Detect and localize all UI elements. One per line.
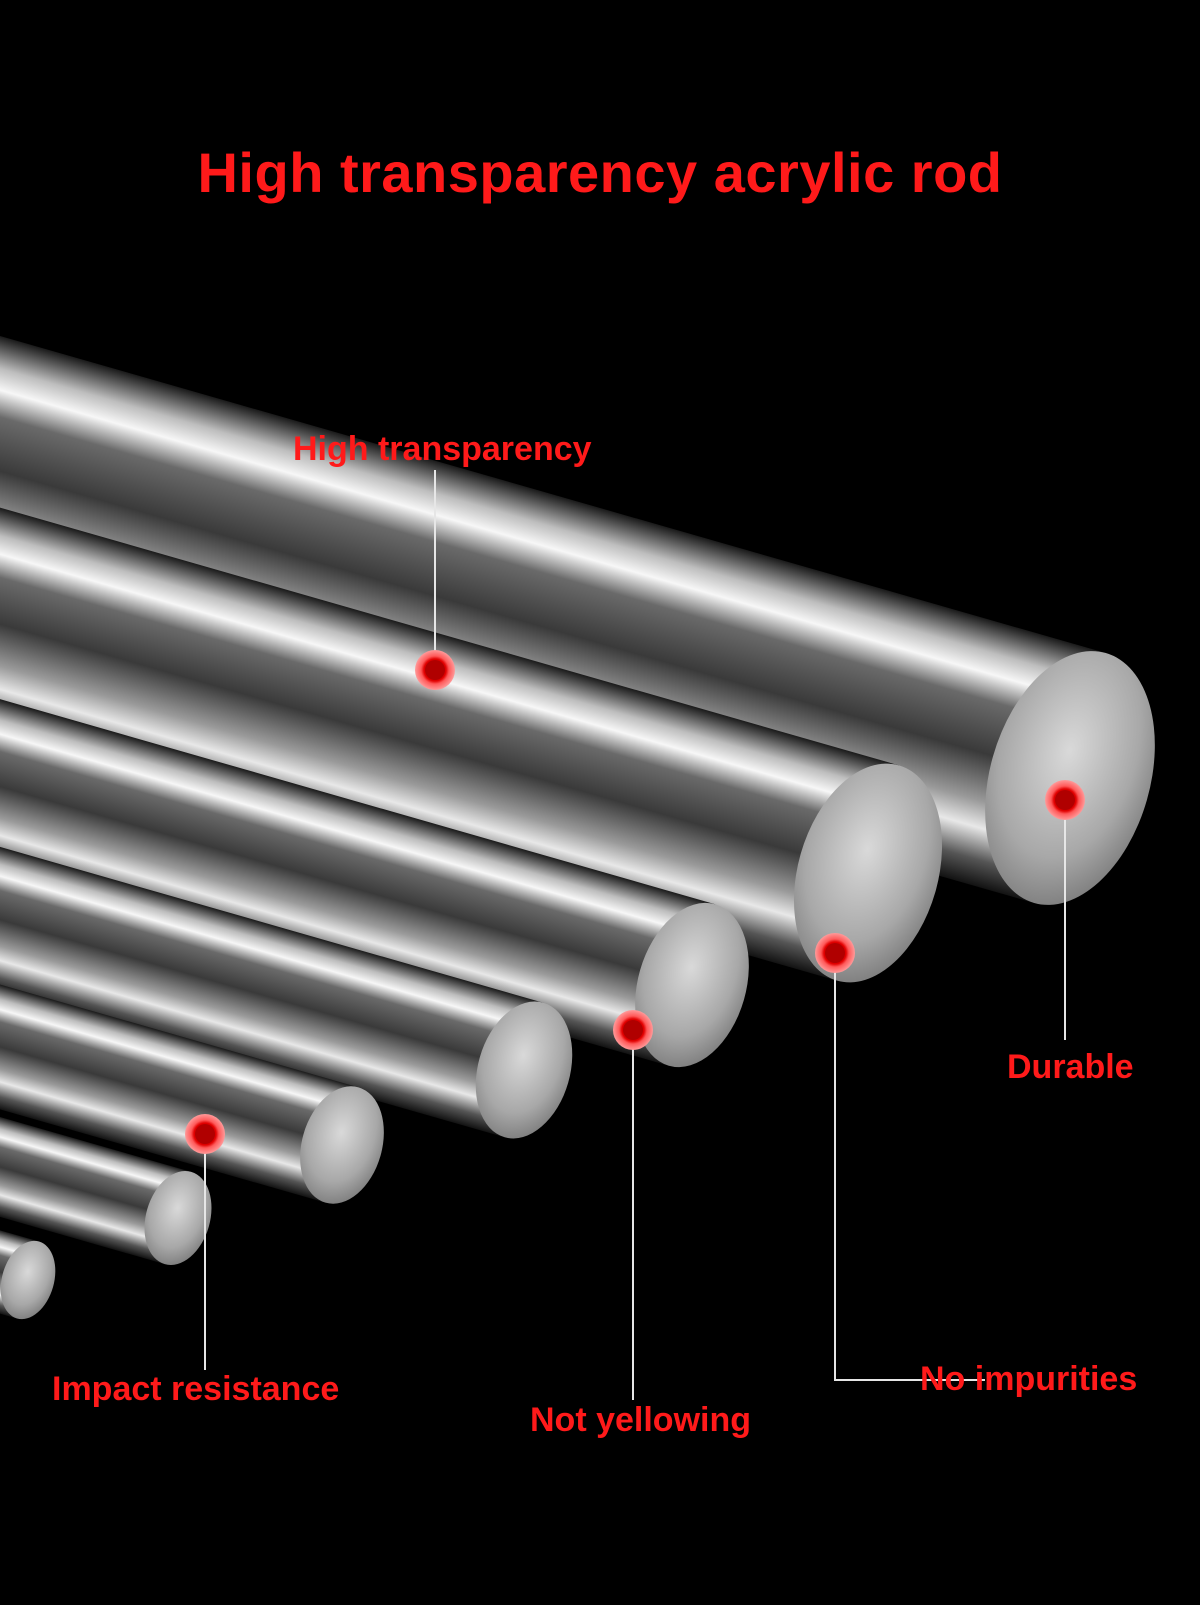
rod-7 [0,1158,56,1320]
marker-durable [1045,780,1085,820]
callout-no-impurities: No impurities [920,1360,1138,1398]
callout-not-yellowing: Not yellowing [530,1401,751,1439]
rod-6 [0,1034,212,1265]
rod-3 [0,628,749,1068]
marker-transparency [415,650,455,690]
leader-lines [204,470,1066,1400]
rod-4 [0,754,573,1139]
marker-no-impurities [815,933,855,973]
rod-2 [0,462,943,983]
callout-durable: Durable [1007,1048,1134,1086]
callout-high-transparency: High transparency [293,430,592,468]
marker-not-yellowing [613,1010,653,1050]
marker-impact-resistance [185,1114,225,1154]
rod-5 [0,866,384,1204]
callout-impact-resistance: Impact resistance [52,1370,340,1408]
leader-line-no-impurities [834,955,985,1381]
page-title: High transparency acrylic rod [197,141,1003,204]
